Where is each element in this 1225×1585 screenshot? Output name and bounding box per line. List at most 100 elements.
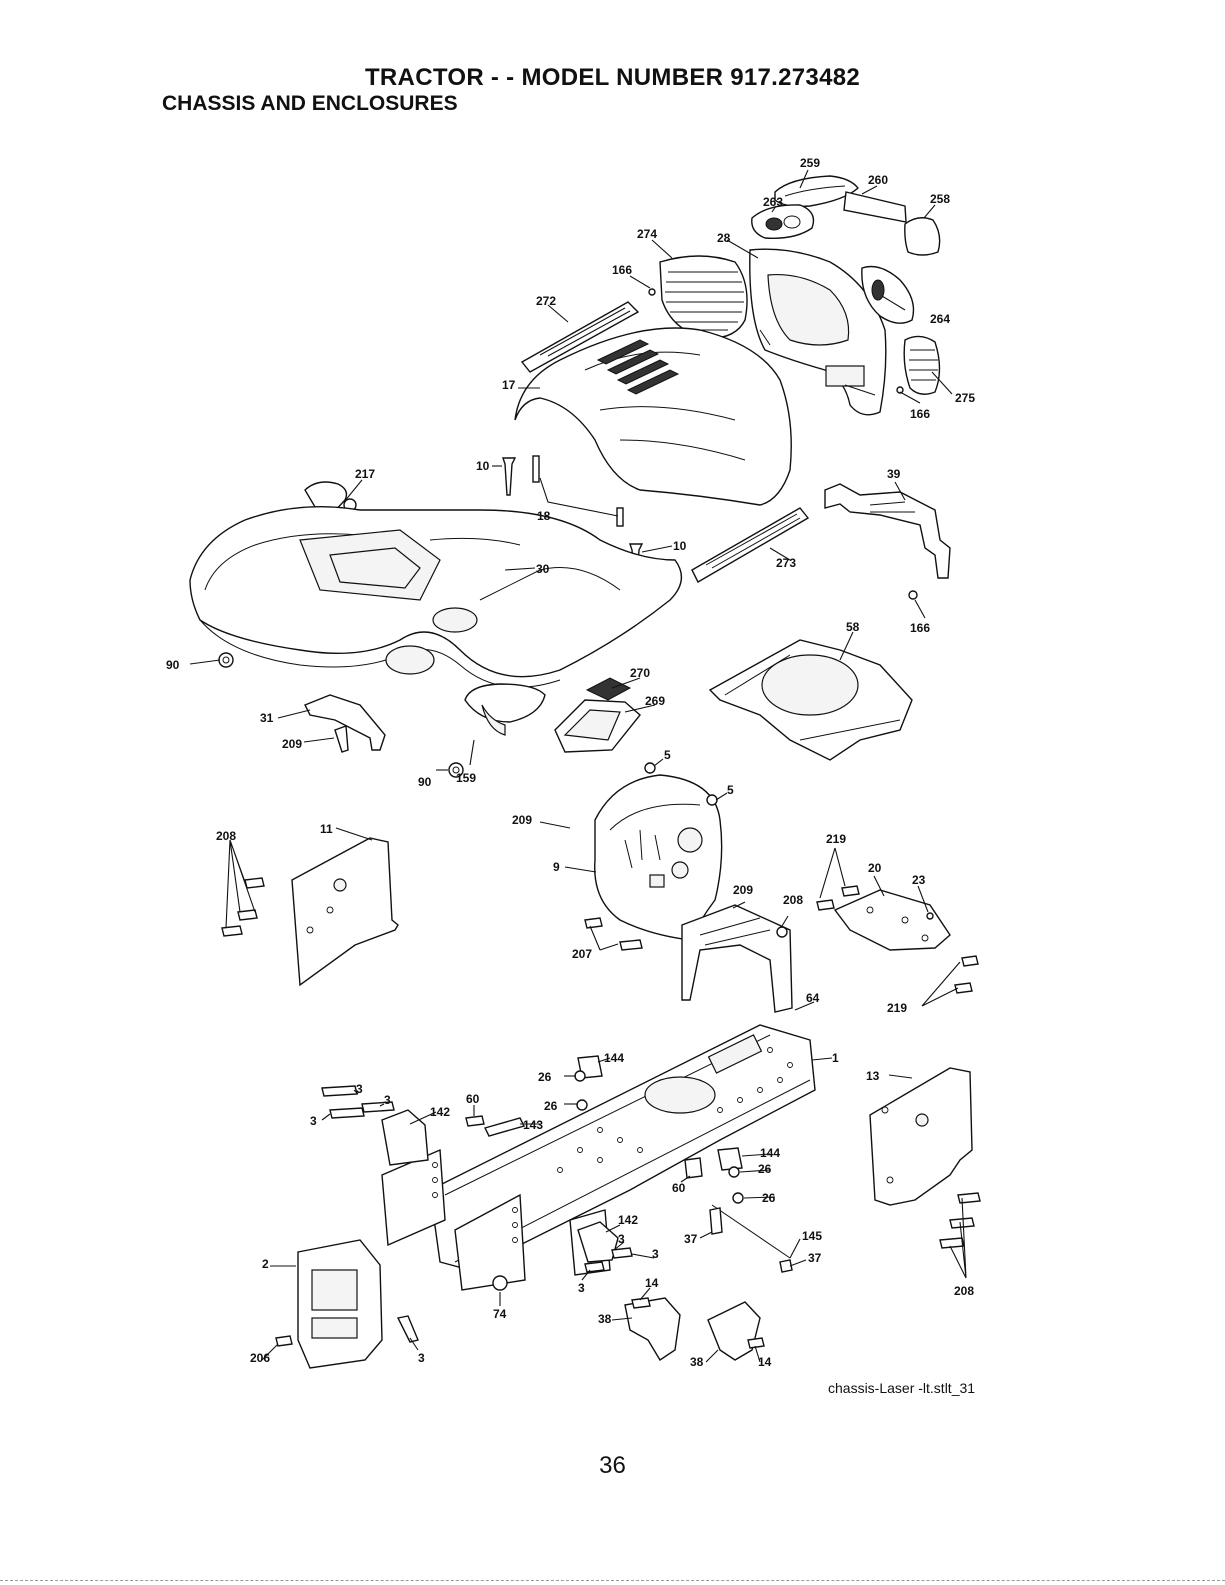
part-11-side-panel bbox=[291, 837, 399, 987]
callout-263: 263 bbox=[763, 195, 783, 209]
callout-219-upper: 219 bbox=[826, 832, 846, 846]
part-74-nut bbox=[492, 1275, 508, 1291]
part-38-right-bracket bbox=[707, 1301, 761, 1361]
callout-209-left: 209 bbox=[282, 737, 302, 751]
part-90-nuts bbox=[218, 652, 464, 778]
callout-38-right: 38 bbox=[690, 1355, 704, 1369]
callout-90-center: 90 bbox=[418, 775, 432, 789]
callout-144-lower: 144 bbox=[760, 1146, 780, 1160]
callout-144-upper: 144 bbox=[604, 1051, 624, 1065]
callout-14-left: 14 bbox=[645, 1276, 659, 1290]
part-263-housing bbox=[751, 204, 815, 239]
callout-20: 20 bbox=[868, 861, 882, 875]
part-264-light-housing bbox=[861, 265, 915, 324]
part-13-right-panel bbox=[869, 1067, 973, 1206]
page-number: 36 bbox=[599, 1452, 626, 1479]
part-258-cap bbox=[904, 217, 941, 256]
part-206-bolt bbox=[275, 1335, 293, 1347]
callout-37-upper: 37 bbox=[684, 1232, 698, 1246]
part-145-rod bbox=[709, 1204, 793, 1273]
part-58-floor-pan bbox=[708, 639, 913, 761]
part-60-bolts bbox=[465, 1115, 703, 1179]
part-142-brackets bbox=[381, 1109, 619, 1263]
part-219-bolts bbox=[816, 885, 979, 994]
part-208-bolts-left bbox=[221, 877, 265, 937]
callout-10-upper: 10 bbox=[476, 459, 490, 473]
callout-159: 159 bbox=[456, 771, 476, 785]
part-274-grille bbox=[659, 255, 748, 339]
part-14-bolts bbox=[631, 1297, 765, 1349]
callout-26-d: 26 bbox=[762, 1191, 776, 1205]
callout-1: 1 bbox=[832, 1051, 839, 1065]
callout-145: 145 bbox=[802, 1229, 822, 1243]
callout-219-lower: 219 bbox=[887, 1001, 907, 1015]
part-18-bushings bbox=[532, 455, 624, 527]
part-269-tray bbox=[554, 699, 641, 753]
callout-13: 13 bbox=[866, 1069, 880, 1083]
callout-39: 39 bbox=[887, 467, 901, 481]
callout-270: 270 bbox=[630, 666, 650, 680]
part-3-bolts bbox=[321, 1085, 633, 1343]
callout-11: 11 bbox=[320, 822, 333, 836]
callout-74: 74 bbox=[493, 1307, 507, 1321]
callout-258: 258 bbox=[930, 192, 950, 206]
callout-143: 143 bbox=[523, 1118, 543, 1132]
callout-272: 272 bbox=[536, 294, 556, 308]
callout-26-b: 26 bbox=[544, 1099, 558, 1113]
callout-208-left: 208 bbox=[216, 829, 236, 843]
callout-209-center: 209 bbox=[512, 813, 532, 827]
callout-31: 31 bbox=[260, 711, 274, 725]
callout-142-lower: 142 bbox=[618, 1213, 638, 1227]
part-209-bolt bbox=[334, 725, 349, 753]
callout-26-c: 26 bbox=[758, 1162, 772, 1176]
callout-labels: 259 260 263 258 274 28 166 272 264 17 27… bbox=[166, 156, 975, 1369]
part-273-strip bbox=[691, 507, 810, 583]
callout-208-right: 208 bbox=[954, 1284, 974, 1298]
part-5-bumpers bbox=[644, 762, 718, 806]
part-9-dash-console bbox=[594, 774, 723, 941]
part-39-bracket bbox=[824, 483, 951, 579]
part-31-bracket bbox=[304, 694, 386, 751]
part-270-insert bbox=[585, 677, 632, 701]
part-1-frame bbox=[429, 1024, 816, 1271]
callout-3-c: 3 bbox=[310, 1114, 317, 1128]
callout-90-left: 90 bbox=[166, 658, 180, 672]
callout-9: 9 bbox=[553, 860, 560, 874]
callout-26-a: 26 bbox=[538, 1070, 552, 1084]
callout-28: 28 bbox=[717, 231, 731, 245]
callout-2: 2 bbox=[262, 1257, 269, 1271]
part-166-screws bbox=[648, 288, 918, 600]
callout-38-left: 38 bbox=[598, 1312, 612, 1326]
callout-269: 269 bbox=[645, 694, 665, 708]
part-2-front-bracket bbox=[297, 1239, 383, 1369]
callout-37-lower: 37 bbox=[808, 1251, 822, 1265]
callout-264: 264 bbox=[930, 312, 950, 326]
callout-275: 275 bbox=[955, 391, 975, 405]
callout-64: 64 bbox=[806, 991, 820, 1005]
callout-3-f: 3 bbox=[578, 1281, 585, 1295]
part-64-dash-support bbox=[681, 904, 793, 1013]
callout-60-right: 60 bbox=[672, 1181, 686, 1195]
callout-166-right: 166 bbox=[910, 407, 930, 421]
callout-3-a: 3 bbox=[356, 1082, 363, 1096]
part-frame-left-plates bbox=[381, 1148, 611, 1291]
part-275-side-grille bbox=[903, 335, 941, 395]
callout-3-g: 3 bbox=[418, 1351, 425, 1365]
part-17-hood bbox=[514, 327, 792, 506]
part-38-left-bracket bbox=[624, 1297, 681, 1361]
callout-166-top: 166 bbox=[612, 263, 632, 277]
part-272-strip bbox=[520, 301, 640, 373]
callout-10-lower: 10 bbox=[673, 539, 687, 553]
page-bottom-border bbox=[0, 1580, 1225, 1581]
exploded-parts-diagram: 259 260 263 258 274 28 166 272 264 17 27… bbox=[166, 156, 981, 1369]
page-title: TRACTOR - - MODEL NUMBER 917.273482 bbox=[364, 64, 861, 91]
leader-lines bbox=[189, 169, 967, 1363]
callout-207: 207 bbox=[572, 947, 592, 961]
callout-206: 206 bbox=[250, 1351, 270, 1365]
part-260-strip bbox=[843, 191, 907, 223]
callout-274: 274 bbox=[637, 227, 657, 241]
callout-23: 23 bbox=[912, 873, 926, 887]
callout-60-left: 60 bbox=[466, 1092, 480, 1106]
callout-5-left: 5 bbox=[664, 748, 671, 762]
callout-58: 58 bbox=[846, 620, 860, 634]
